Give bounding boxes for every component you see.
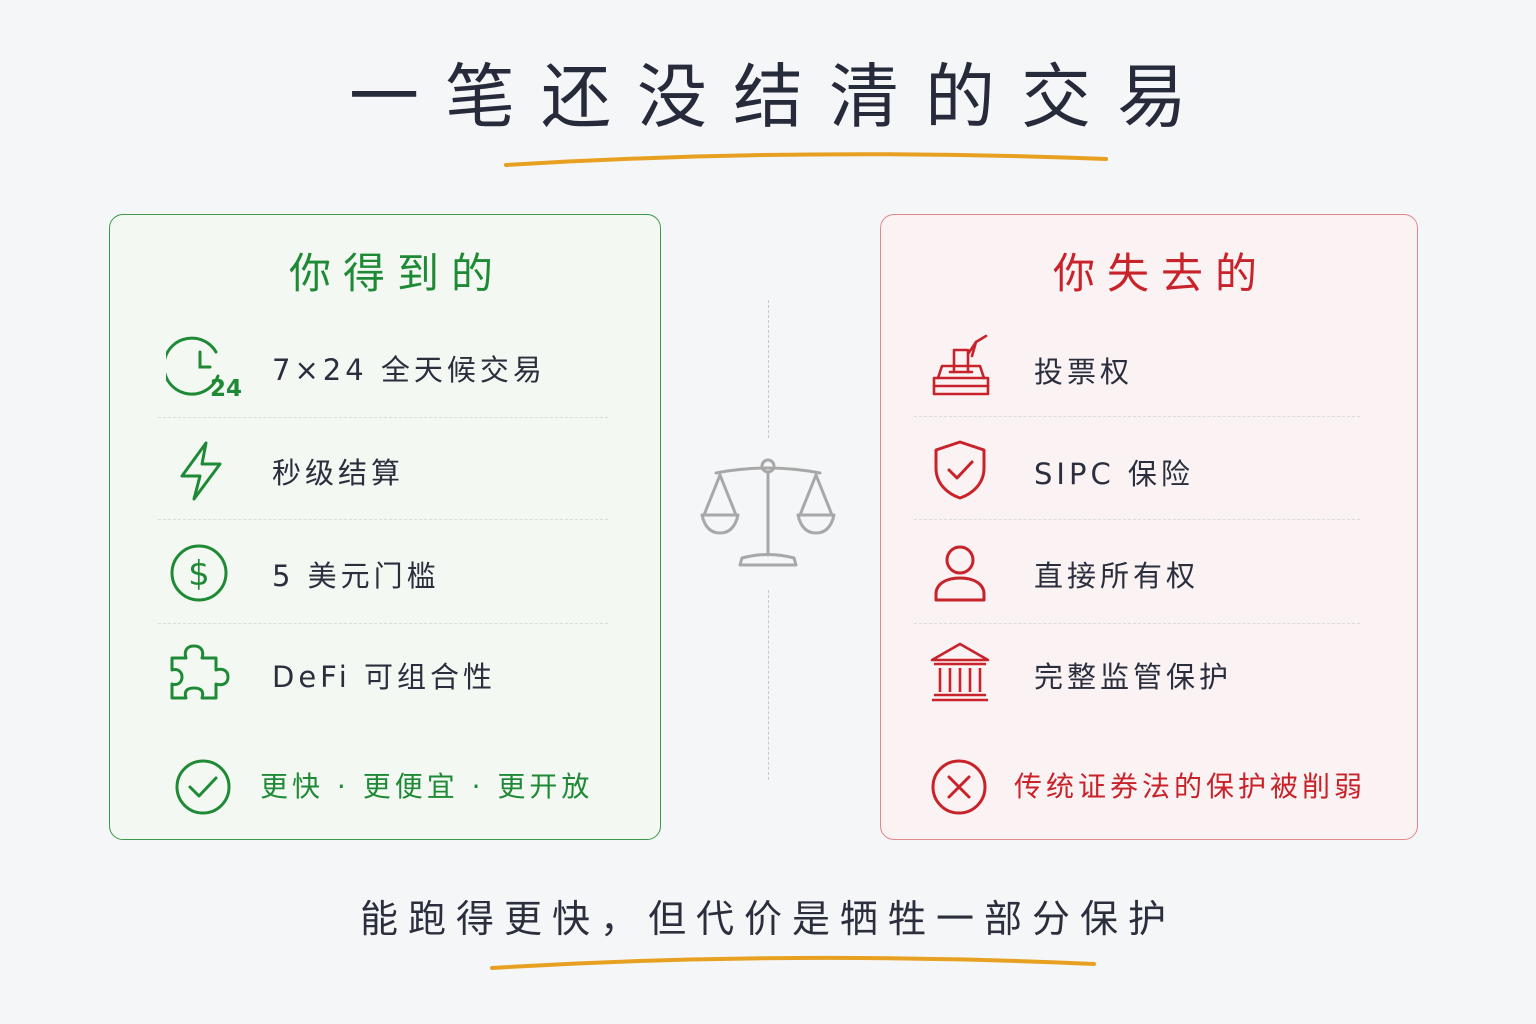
gain-divider — [158, 417, 608, 418]
loss-divider — [914, 623, 1360, 624]
gain-item-label: 5 美元门槛 — [272, 559, 440, 593]
gain-divider — [158, 623, 608, 624]
loss-item-label: SIPC 保险 — [1034, 457, 1194, 491]
loss-divider — [914, 416, 1360, 417]
person-icon — [934, 545, 986, 602]
dollar-symbol: $ — [188, 554, 210, 594]
gain-heading: 你得到的 — [288, 249, 505, 298]
shield-check-icon — [934, 440, 986, 500]
center-divider-top — [768, 300, 769, 438]
gain-panel — [109, 214, 661, 840]
bottom-caption: 能跑得更快，但代价是牺牲一部分保护 — [359, 897, 1176, 941]
puzzle-icon — [170, 644, 230, 700]
clock-badge: 24 — [210, 376, 242, 402]
loss-heading: 你失去的 — [1052, 249, 1269, 298]
gain-summary-text: 更快 · 更便宜 · 更开放 — [260, 770, 594, 803]
loss-item-label: 投票权 — [1034, 355, 1134, 389]
balance-scale-icon — [700, 458, 836, 567]
gain-item-label: 7×24 全天候交易 — [272, 353, 546, 387]
loss-divider — [914, 519, 1360, 520]
gain-divider — [158, 519, 608, 520]
x-circle-icon — [931, 759, 987, 815]
ballot-box-icon — [932, 334, 990, 396]
bank-building-icon — [930, 642, 990, 702]
clock-24-icon: 24 — [166, 336, 242, 402]
center-divider-bottom — [768, 590, 769, 780]
check-circle-icon — [175, 759, 231, 815]
gain-item-label: 秒级结算 — [272, 456, 405, 490]
title-underline — [504, 152, 1108, 167]
page-title: 一笔还没结清的交易 — [349, 56, 1213, 138]
loss-summary-text: 传统证券法的保护被削弱 — [1014, 770, 1367, 803]
bottom-underline — [490, 955, 1096, 970]
loss-item-label: 直接所有权 — [1034, 559, 1200, 593]
loss-item-label: 完整监管保护 — [1034, 660, 1233, 694]
loss-panel — [880, 214, 1418, 840]
gain-item-label: DeFi 可组合性 — [272, 660, 497, 694]
lightning-icon — [180, 441, 222, 501]
dollar-icon: $ — [170, 544, 228, 602]
